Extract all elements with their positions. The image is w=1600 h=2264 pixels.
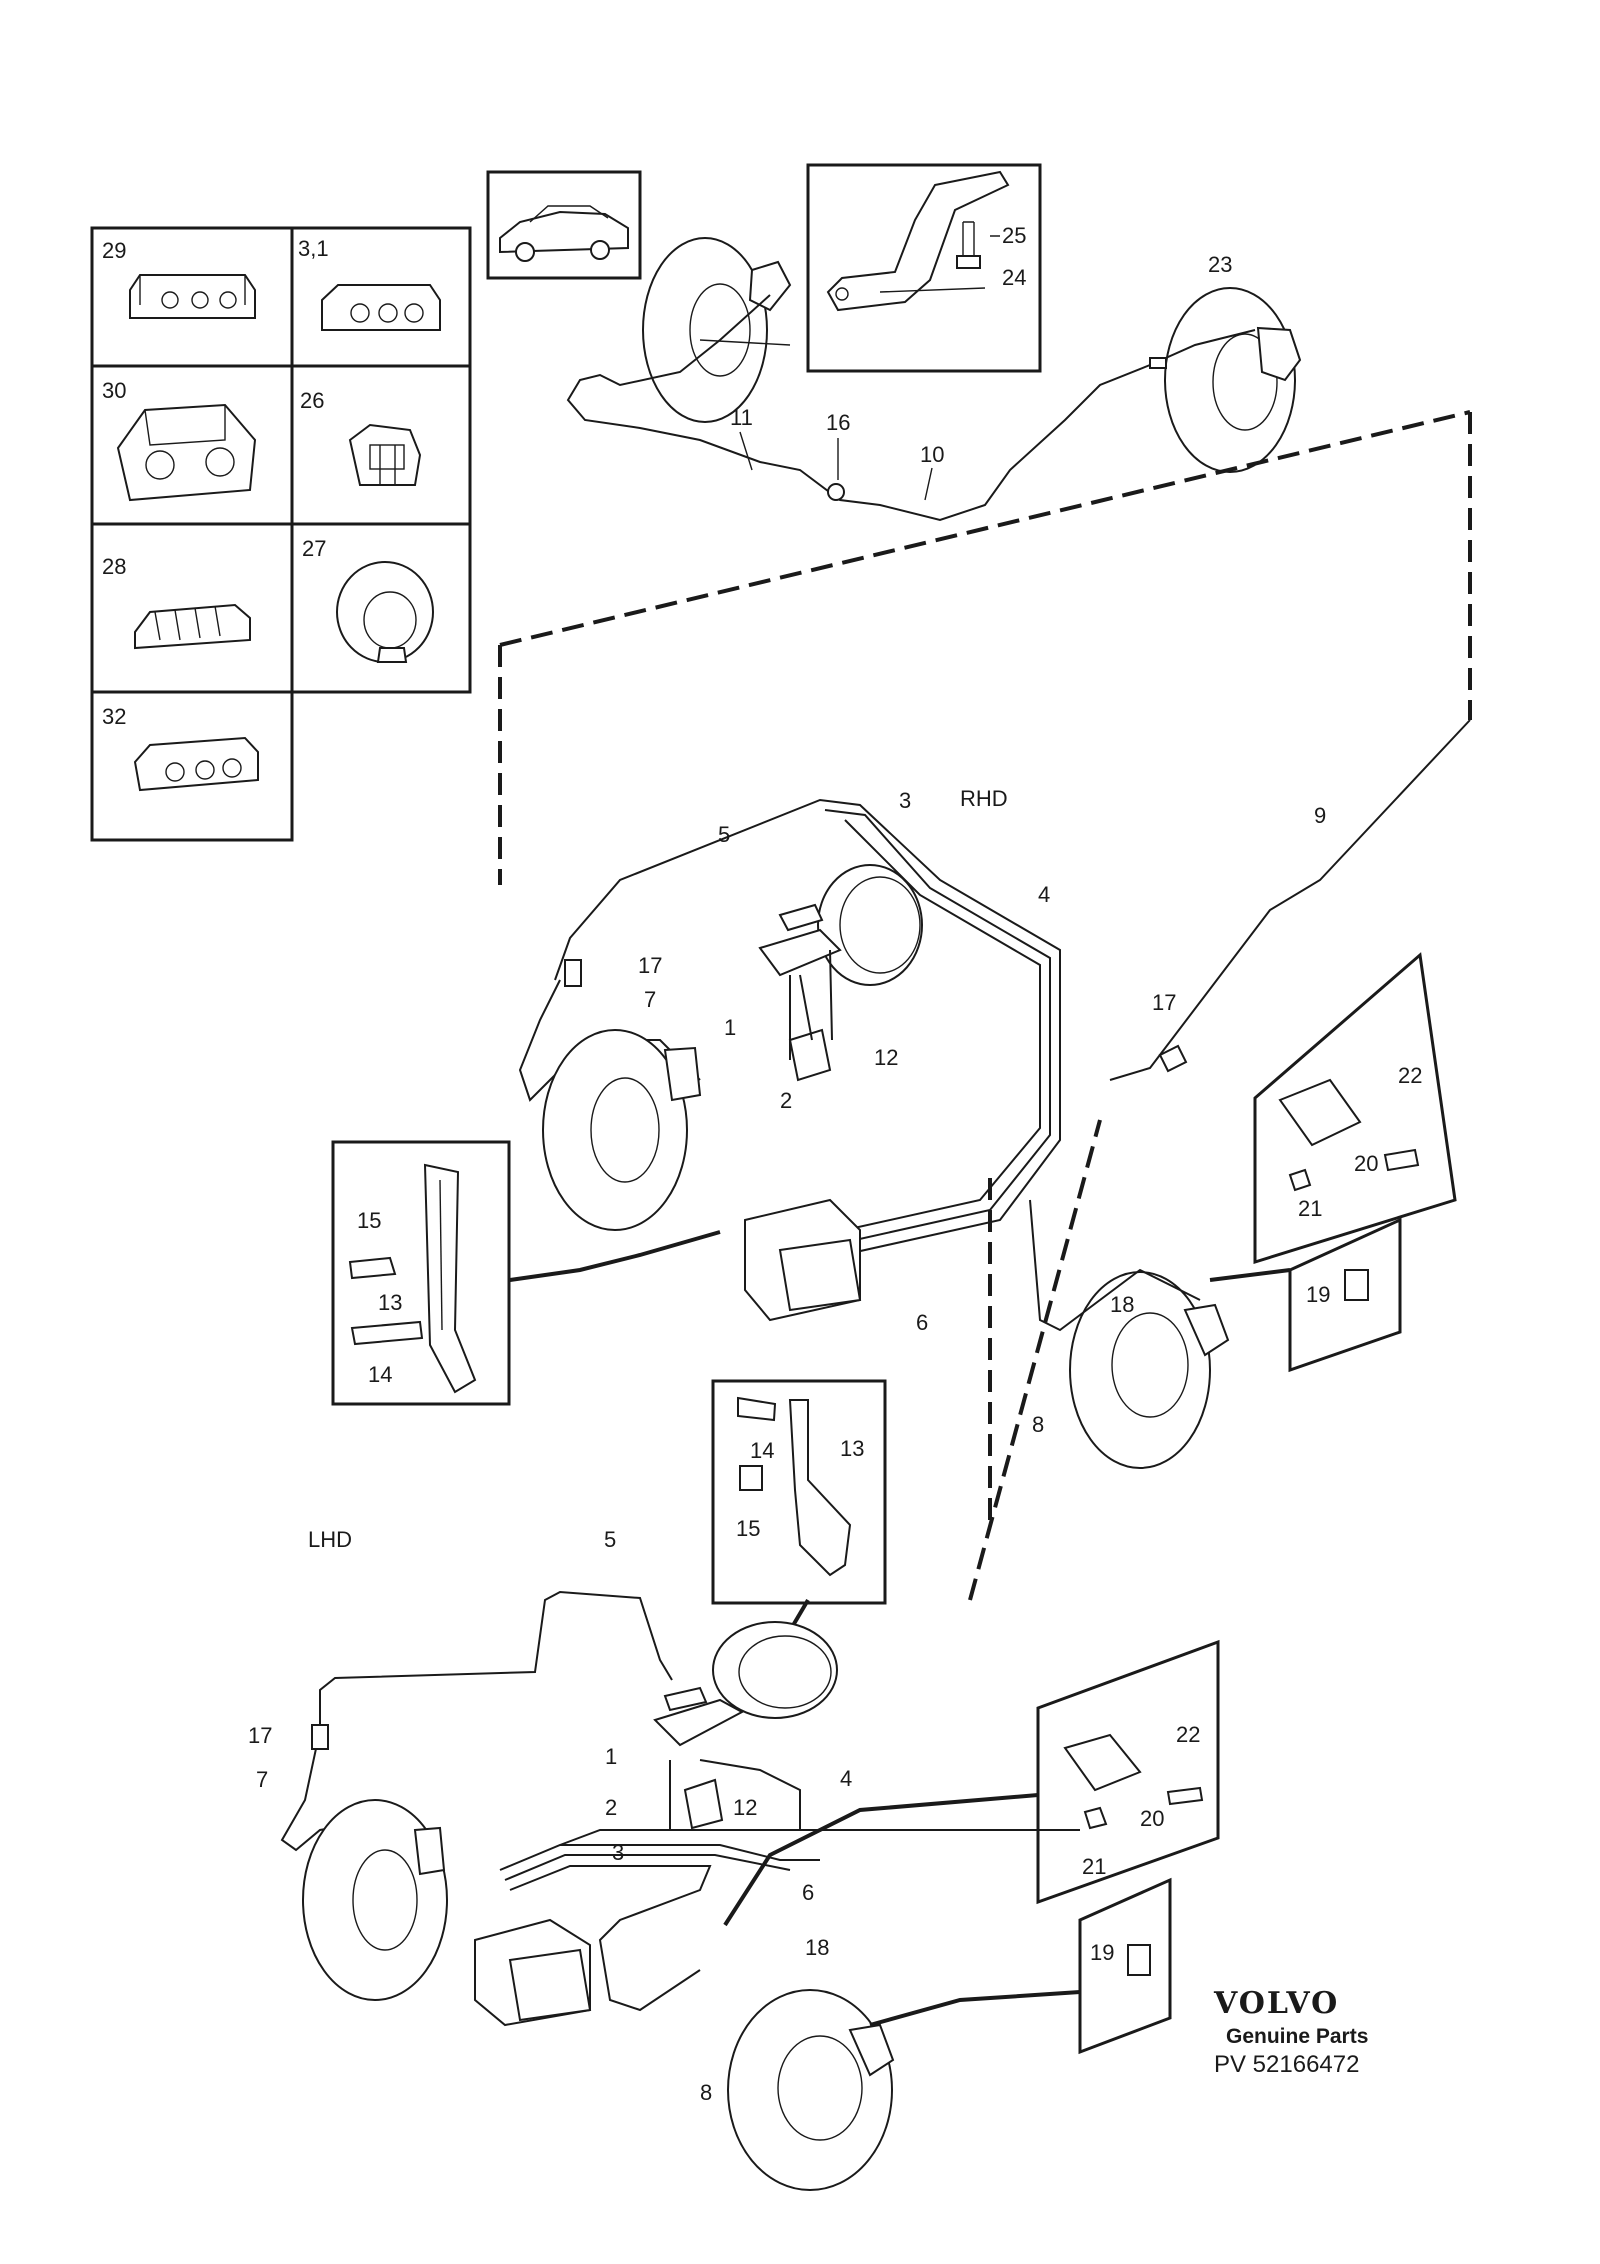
clip-26-icon <box>348 423 422 486</box>
lhd-front-disc <box>302 1799 448 2001</box>
callout-rhd-13: 13 <box>378 1290 402 1315</box>
callout-28: 28 <box>102 554 126 579</box>
callout-lhd-1: 1 <box>605 1744 617 1769</box>
callout-24: 24 <box>1002 265 1026 290</box>
lhd-fitting-19-inset <box>723 1793 1172 2055</box>
callout-rhd-22: 22 <box>1398 1063 1422 1088</box>
brand-tagline: Genuine Parts <box>1226 2025 1368 2048</box>
callout-27: 27 <box>302 536 326 561</box>
callout-rhd-12: 12 <box>874 1045 898 1070</box>
callout-rhd-8: 8 <box>1032 1412 1044 1437</box>
rhd-bracket-inset-13-15 <box>331 1140 511 1406</box>
lhd-master-cylinder <box>653 1621 838 1830</box>
callout-rhd-17: 17 <box>638 953 662 978</box>
callout-rhd-2: 2 <box>780 1088 792 1113</box>
callout-rhd-20: 20 <box>1354 1151 1378 1176</box>
rhd-label: RHD <box>960 786 1008 811</box>
lhd-rear-disc <box>727 1989 895 2191</box>
rhd-abs-unit <box>744 1198 862 1322</box>
rhd-leader-13 <box>509 1230 721 1282</box>
callout-rhd-17b: 17 <box>1152 990 1176 1015</box>
center-bracket-inset-13-15 <box>711 1379 887 1605</box>
callout-31: 3,1 <box>298 236 329 261</box>
car-thumbnail <box>486 170 642 280</box>
callout-32: 32 <box>102 704 126 729</box>
callout-rhd-14: 14 <box>368 1362 392 1387</box>
callout-lhd-20: 20 <box>1140 1806 1164 1831</box>
callout-16: 16 <box>826 410 850 435</box>
rhd-master-cylinder <box>758 864 923 1082</box>
callout-26: 26 <box>300 388 324 413</box>
callout-lhd-3: 3 <box>612 1840 624 1865</box>
clip-28-icon <box>134 603 251 650</box>
callout-23: 23 <box>1208 252 1232 277</box>
rhd-brake-lines <box>518 719 1471 1261</box>
callout-lhd-5: 5 <box>604 1527 616 1552</box>
callout-rhd-6: 6 <box>916 1310 928 1335</box>
callout-rhd-15: 15 <box>357 1208 381 1233</box>
part-number: PV 52166472 <box>1214 2051 1359 2078</box>
callout-10: 10 <box>920 442 944 467</box>
callout-lhd-6: 6 <box>802 1880 814 1905</box>
callout-lhd-8: 8 <box>700 2080 712 2105</box>
callout-rhd-19: 19 <box>1306 1282 1330 1307</box>
callout-rhd-21: 21 <box>1298 1196 1322 1221</box>
brand-logo: VOLVO <box>1213 1986 1339 2021</box>
callout-rhd-18: 18 <box>1110 1292 1134 1317</box>
callout-lhd-7: 7 <box>256 1767 268 1792</box>
rhd-front-disc <box>542 1029 702 1231</box>
lhd-bracket-inset-20-22 <box>1036 1639 1220 1905</box>
callout-29: 29 <box>102 238 126 263</box>
callout-lhd-21: 21 <box>1082 1854 1106 1879</box>
rhd-rear-disc <box>1029 1199 1230 1469</box>
lhd-brake-lines <box>280 1590 1080 2012</box>
callout-center-13: 13 <box>840 1436 864 1461</box>
clip-inset-grid: 29 3,1 30 26 28 27 32 <box>90 226 472 842</box>
clip-29-icon <box>129 274 256 319</box>
callout-lhd-17: 17 <box>248 1723 272 1748</box>
callout-11: 11 <box>730 405 753 430</box>
rhd-fitting-19-inset <box>1209 1217 1402 1373</box>
lhd-abs-unit <box>474 1918 592 2027</box>
callout-lhd-4: 4 <box>840 1766 852 1791</box>
clip-30-icon <box>116 403 257 502</box>
clip-27-icon <box>336 561 434 663</box>
rhd-bracket-inset-20-22 <box>1253 952 1457 1265</box>
callout-rhd-9: 9 <box>1314 803 1326 828</box>
lhd-label: LHD <box>308 1527 352 1552</box>
clip-31-icon <box>321 284 441 331</box>
clip-32-icon <box>133 736 259 792</box>
callout-25: 25 <box>1002 223 1026 248</box>
callout-rhd-5: 5 <box>718 822 730 847</box>
callout-lhd-2: 2 <box>605 1795 617 1820</box>
callout-rhd-7: 7 <box>644 987 656 1012</box>
callout-rhd-3: 3 <box>899 788 911 813</box>
callout-lhd-12: 12 <box>733 1795 757 1820</box>
dashed-link-lower <box>968 1119 1102 1601</box>
callout-center-14: 14 <box>750 1438 774 1463</box>
rear-brake-assembly <box>566 237 1302 522</box>
bracket-inset-24-25 <box>806 163 1042 373</box>
callout-30: 30 <box>102 378 126 403</box>
callout-lhd-22: 22 <box>1176 1722 1200 1747</box>
callout-center-15: 15 <box>736 1516 760 1541</box>
dashed-link-upper <box>498 410 1472 885</box>
callout-lhd-18: 18 <box>805 1935 829 1960</box>
callout-lhd-19: 19 <box>1090 1940 1114 1965</box>
callout-rhd-1: 1 <box>724 1015 736 1040</box>
callout-rhd-4: 4 <box>1038 882 1050 907</box>
